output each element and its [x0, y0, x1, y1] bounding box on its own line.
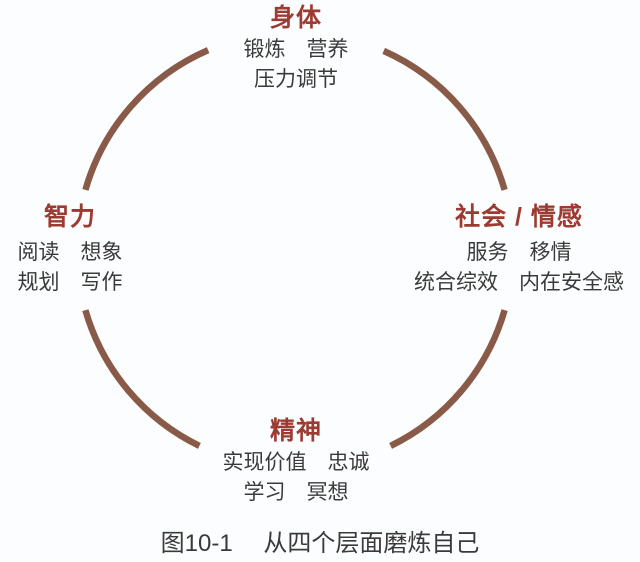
- quadrant-spirit: 精神 实现价值 忠诚 学习 冥想: [146, 417, 446, 508]
- quadrant-body: 身体 锻炼 营养 压力调节: [146, 4, 446, 95]
- quadrant-mind-line: 规划 写作: [17, 271, 123, 294]
- quadrant-spirit-line: 学习 冥想: [243, 481, 349, 504]
- quadrant-mind-line: 阅读 想象: [17, 241, 123, 264]
- quadrant-social-emotional-line: 服务 移情: [466, 241, 572, 264]
- circle-arc-bottom-left: [82, 309, 201, 449]
- quadrant-spirit-line: 实现价值 忠诚: [222, 451, 370, 474]
- quadrant-social-emotional-title: 社会 / 情感: [455, 203, 583, 231]
- quadrant-social-emotional: 社会 / 情感 服务 移情 统合综效 内在安全感: [398, 203, 640, 298]
- quadrant-body-title: 身体: [269, 4, 322, 32]
- circle-arc-top-right: [382, 47, 508, 191]
- quadrant-mind: 智力 阅读 想象 规划 写作: [0, 203, 140, 298]
- quadrant-body-line: 锻炼 营养: [243, 38, 349, 61]
- quadrant-body-line: 压力调节: [254, 68, 338, 91]
- figure-caption: 图10-1 从四个层面磨炼自己: [160, 530, 480, 557]
- circle-arc-bottom-right: [389, 309, 508, 449]
- quadrant-social-emotional-line: 统合综效 内在安全感: [414, 271, 624, 294]
- quadrant-spirit-title: 精神: [269, 417, 322, 445]
- circle-arc-top-left: [82, 47, 210, 191]
- quadrant-mind-title: 智力: [43, 203, 96, 231]
